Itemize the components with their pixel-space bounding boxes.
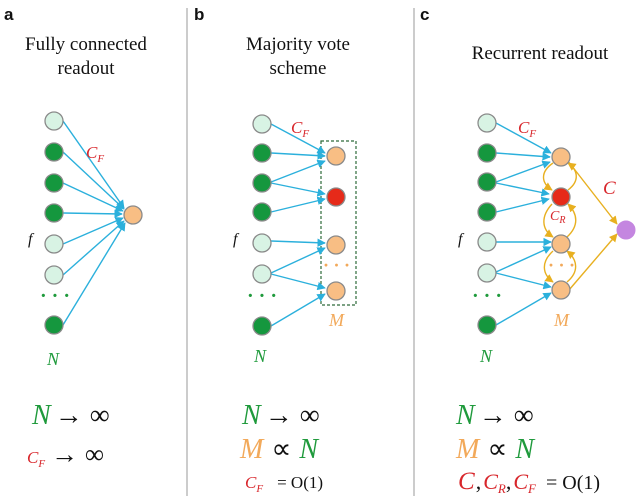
panel-letter-a: a <box>4 5 14 24</box>
readout-node <box>551 234 571 254</box>
recurrent-label-cr: CR <box>550 209 565 226</box>
edge-label-cf: CF <box>86 143 104 165</box>
panel-c-eq3: C,CR,CF= O(1) <box>458 468 600 496</box>
panel-a-eq2: CF→ ∞ <box>27 439 104 470</box>
readout-node <box>551 280 571 300</box>
n-label: N <box>479 346 493 366</box>
readout-dots: · · · <box>323 255 350 275</box>
input-node <box>44 203 64 223</box>
edge-label-cf: CF <box>291 118 309 140</box>
panel-c-recurrent-edges <box>542 160 618 291</box>
panel-c-eq1: N→ ∞ <box>455 400 534 431</box>
input-node <box>44 142 64 162</box>
input-node <box>44 173 64 193</box>
panel-b-input-nodes <box>252 114 272 336</box>
input-dots: · · · <box>247 285 277 307</box>
output-node <box>616 220 636 240</box>
readout-node <box>326 235 346 255</box>
panel-b: b Majority vote scheme <box>194 5 357 495</box>
m-label: M <box>553 310 570 330</box>
input-dots: · · · <box>40 285 70 307</box>
input-node <box>252 143 272 163</box>
panel-a-eq1: N→ ∞ <box>31 400 110 431</box>
input-node <box>477 315 497 335</box>
panel-b-eq2: M∝N <box>239 434 319 465</box>
readout-group-box <box>320 140 357 306</box>
input-node <box>44 234 64 254</box>
input-node <box>477 143 497 163</box>
input-node <box>477 113 497 133</box>
readout-node-active <box>326 187 346 207</box>
panel-b-eq3: CF= O(1) <box>245 473 323 495</box>
readout-node <box>551 147 571 167</box>
input-node <box>477 232 497 252</box>
panel-c: c Recurrent readout <box>420 5 636 496</box>
input-node <box>252 233 272 253</box>
input-node <box>44 315 64 335</box>
panel-a-edges <box>62 120 126 326</box>
input-node <box>252 264 272 284</box>
panel-c-edges <box>495 122 552 326</box>
panel-c-input-nodes <box>477 113 497 335</box>
panel-c-eq2: M∝N <box>455 434 535 465</box>
output-label-c: C <box>603 178 616 199</box>
input-label-f: f <box>458 231 465 248</box>
panel-a: a Fully connected readout CF f · · · N N… <box>4 5 147 470</box>
panel-a-title-line1: Fully connected <box>25 34 147 55</box>
input-label-f: f <box>233 231 240 248</box>
readout-node <box>326 281 346 301</box>
panel-b-edges <box>270 123 326 327</box>
panel-letter-b: b <box>194 5 204 24</box>
readout-node <box>326 146 346 166</box>
edge-label-cf: CF <box>518 118 536 140</box>
readout-node <box>123 205 143 225</box>
input-node <box>252 202 272 222</box>
readout-dots: · · · <box>548 255 575 275</box>
input-node <box>44 111 64 131</box>
n-label: N <box>46 349 60 369</box>
input-node <box>477 263 497 283</box>
input-node <box>252 316 272 336</box>
panel-b-title-line1: Majority vote <box>246 34 350 55</box>
input-label-f: f <box>28 231 35 248</box>
n-label: N <box>253 346 267 366</box>
input-node <box>477 202 497 222</box>
input-node <box>252 173 272 193</box>
panel-a-input-nodes <box>44 111 64 335</box>
input-node <box>477 172 497 192</box>
panel-b-readout-nodes <box>326 146 346 301</box>
input-node <box>252 114 272 134</box>
input-node <box>44 265 64 285</box>
input-dots: · · · <box>472 285 502 307</box>
panel-a-title-line2: readout <box>58 58 116 79</box>
panel-b-eq1: N→ ∞ <box>241 400 320 431</box>
panel-b-title-line2: scheme <box>270 58 327 79</box>
panel-c-title-line1: Recurrent readout <box>472 43 609 64</box>
readout-node-active <box>551 187 571 207</box>
panel-c-readout-nodes <box>551 147 571 300</box>
panel-letter-c: c <box>420 5 429 24</box>
m-label: M <box>328 310 345 330</box>
